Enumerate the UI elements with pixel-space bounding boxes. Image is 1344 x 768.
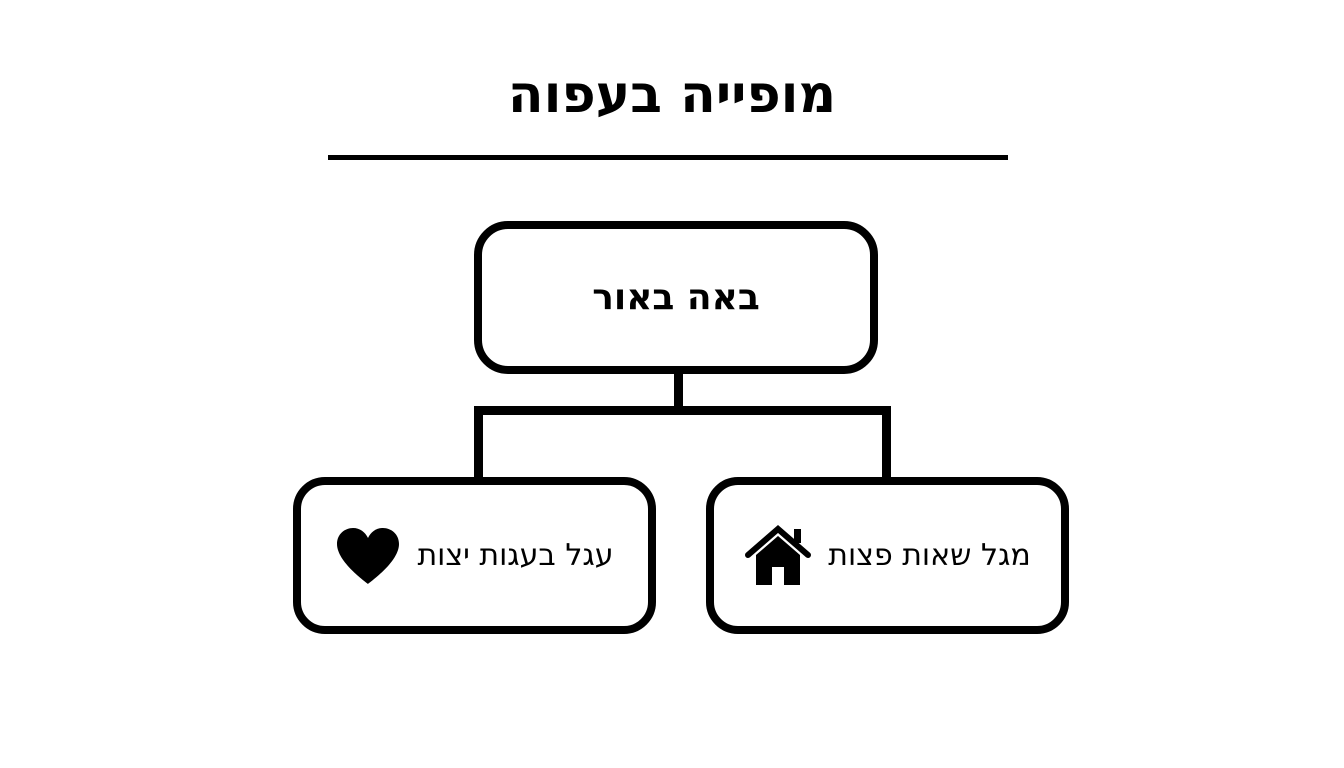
connector-root-stem bbox=[674, 372, 683, 412]
connector-horizontal bbox=[474, 406, 891, 415]
title-divider bbox=[328, 155, 1008, 160]
connector-left-drop bbox=[474, 406, 483, 480]
root-node: באה באור bbox=[474, 221, 878, 374]
diagram-title: מופייה בעפוה bbox=[507, 65, 837, 125]
child-node-heart: עגל בעגות יצות bbox=[293, 477, 656, 634]
child-node-house: מגל שאות פצות bbox=[706, 477, 1069, 634]
child-node-heart-label: עגל בעגות יצות bbox=[417, 538, 614, 573]
heart-icon bbox=[335, 526, 401, 586]
house-icon bbox=[744, 524, 812, 587]
child-node-house-label: מגל שאות פצות bbox=[828, 538, 1031, 573]
root-node-label: באה באור bbox=[592, 277, 760, 318]
connector-right-drop bbox=[882, 406, 891, 480]
